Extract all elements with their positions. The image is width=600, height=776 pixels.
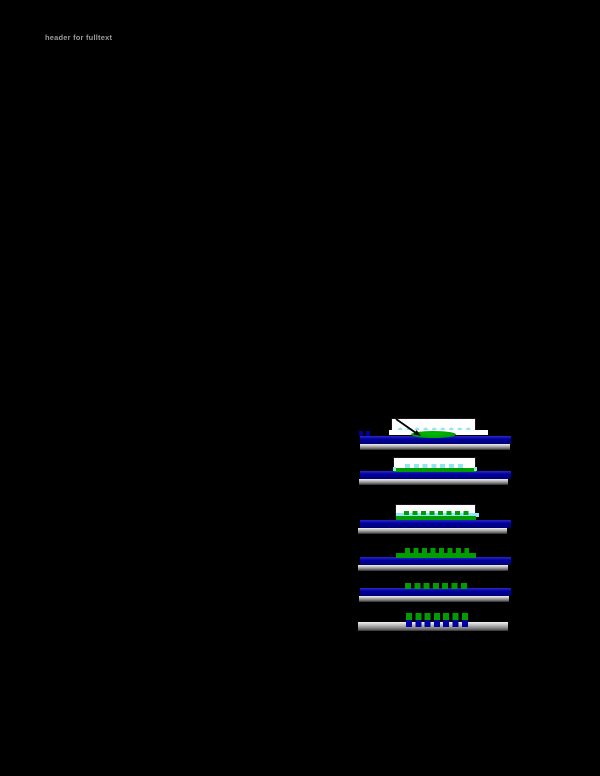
ink-dots [405,582,468,589]
substrate [358,622,508,631]
ink-splash [359,431,372,436]
polymer-film [360,436,511,444]
stamp-relief-pattern [396,426,473,430]
stamp-edge-mark-left [392,466,396,471]
ink-relief-features [405,548,469,553]
film-pillars [406,618,468,627]
ink-drop [411,431,456,438]
polymer-film [360,471,511,479]
ink-layer [396,516,476,520]
stamp-edge-mark-right [473,466,477,471]
ink-layer [396,552,476,558]
substrate [359,479,508,485]
polymer-film [360,519,511,528]
ink-relief-features [404,511,469,515]
substrate [358,527,507,534]
polymer-film [360,556,511,565]
ink-layer [394,467,476,472]
stamp-relief-pattern [405,464,464,468]
substrate [360,444,510,450]
pillar-ink-caps [406,612,468,620]
substrate [358,564,508,571]
polymer-film [360,588,511,596]
arrow-icon [395,418,421,436]
page-header-text: header for fulltext [45,33,113,42]
substrate [359,596,509,602]
